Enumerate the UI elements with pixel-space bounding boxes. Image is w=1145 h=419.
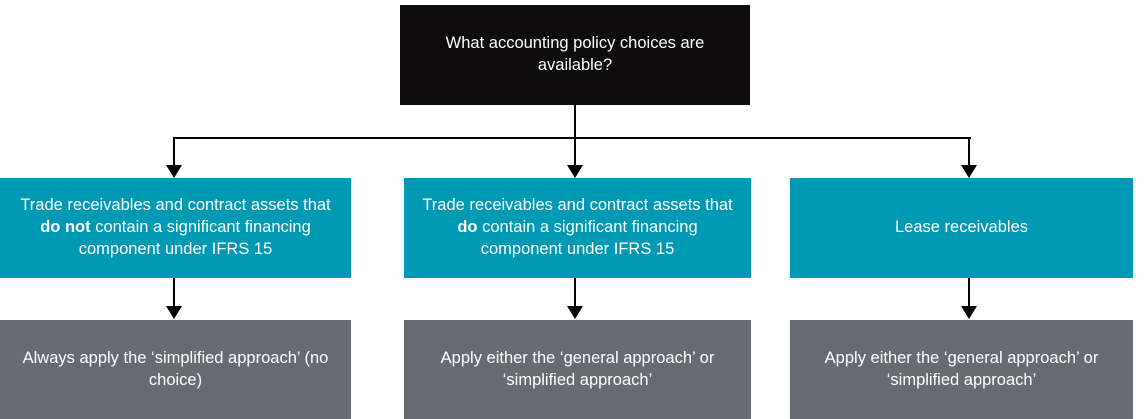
outcome-node-label-1: Always apply the ‘simplified approach’ (… xyxy=(22,348,329,389)
category-node-with-significant-financing-component: Trade receivables and contract assets th… xyxy=(404,178,751,278)
connector-link-left xyxy=(173,278,175,308)
outcome-node-always-simplified: Always apply the ‘simplified approach’ (… xyxy=(0,320,351,419)
arrowhead-down-icon-right-bottom xyxy=(961,306,977,319)
outcome-node-either-general-or-simplified-1: Apply either the ‘general approach’ or ‘… xyxy=(404,320,751,419)
connector-link-right xyxy=(968,278,970,308)
connector-drop-left xyxy=(173,137,175,167)
category-node-lease-receivables: Lease receivables xyxy=(790,178,1133,278)
arrowhead-down-icon-left-bottom xyxy=(166,306,182,319)
connector-drop-center xyxy=(574,137,576,167)
arrowhead-down-icon-center-bottom xyxy=(567,306,583,319)
connector-horizontal-bus xyxy=(174,137,971,139)
category-node-label-3: Lease receivables xyxy=(895,218,1028,237)
connector-link-center xyxy=(574,278,576,308)
root-node-accounting-policy-choices: What accounting policy choices are avail… xyxy=(400,5,750,105)
connector-root-stem xyxy=(574,105,576,139)
category-node-label-2: Trade receivables and contract assets th… xyxy=(422,196,733,258)
arrowhead-down-icon-right-top xyxy=(961,165,977,178)
outcome-node-either-general-or-simplified-2: Apply either the ‘general approach’ or ‘… xyxy=(790,320,1133,419)
arrowhead-down-icon-left-top xyxy=(166,165,182,178)
outcome-node-label-2: Apply either the ‘general approach’ or ‘… xyxy=(440,348,715,389)
root-node-label: What accounting policy choices are avail… xyxy=(445,34,705,74)
arrowhead-down-icon-center-top xyxy=(567,165,583,178)
category-node-label-1: Trade receivables and contract assets th… xyxy=(20,196,331,258)
connector-drop-right xyxy=(968,137,970,167)
category-node-no-significant-financing-component: Trade receivables and contract assets th… xyxy=(0,178,351,278)
outcome-node-label-3: Apply either the ‘general approach’ or ‘… xyxy=(824,348,1099,389)
